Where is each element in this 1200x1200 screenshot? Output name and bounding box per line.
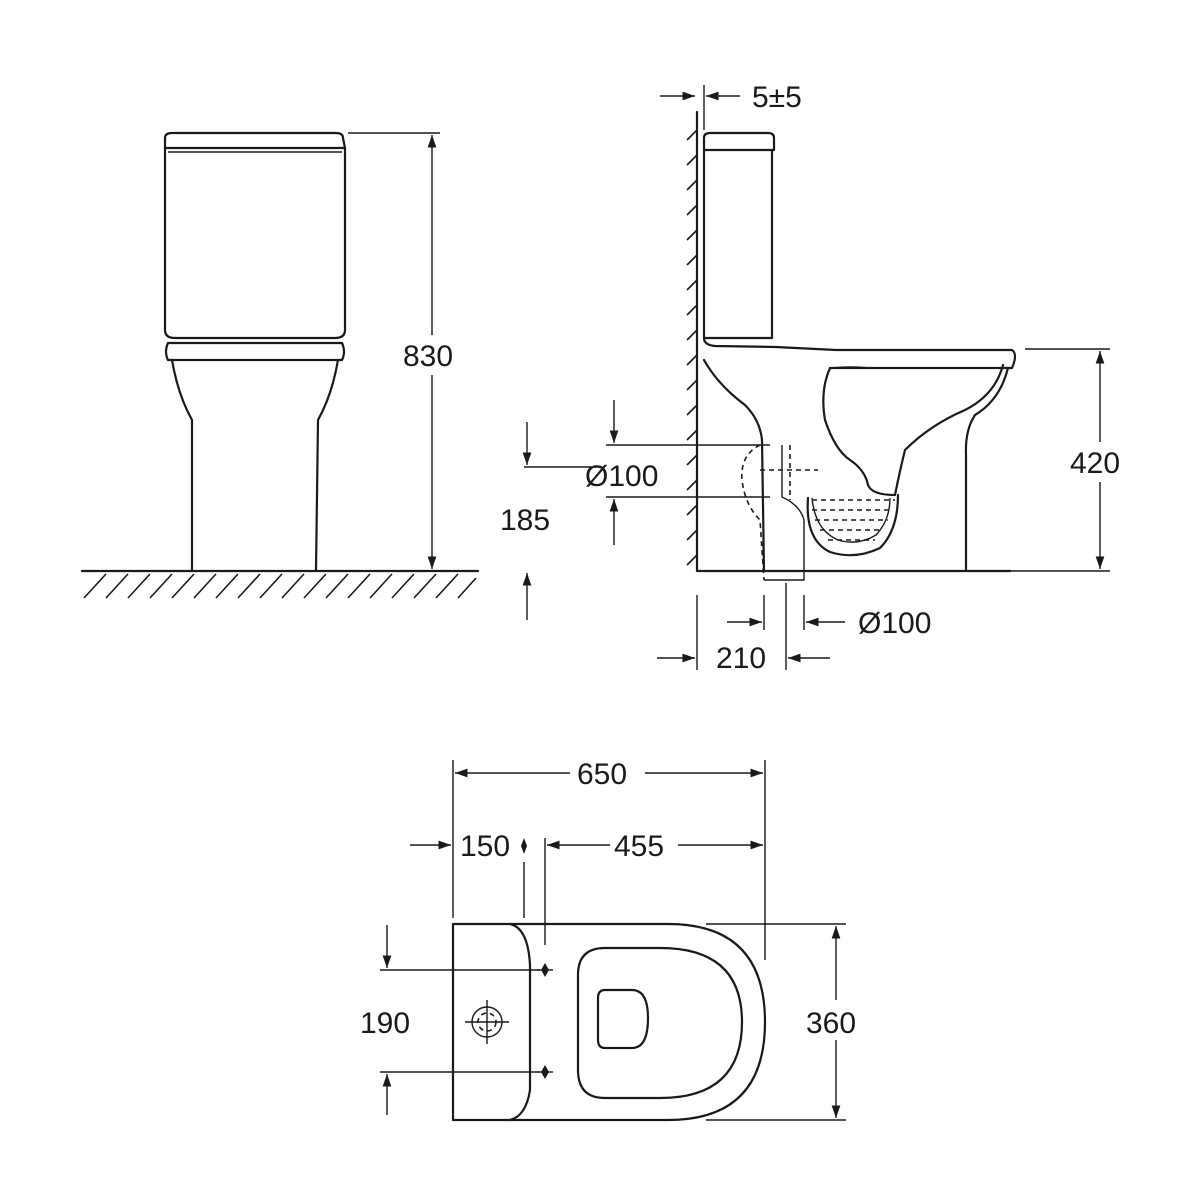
dim-inlet-diameter: Ø100: [585, 460, 658, 493]
dim-fixing-spacing: 190: [360, 1007, 410, 1040]
dimension-inlet: Ø100 185: [500, 400, 770, 620]
dim-overall-length: 650: [577, 758, 627, 791]
wall-hatch: [686, 129, 698, 566]
dimension-190: 190: [360, 925, 540, 1115]
dimension-650: 650: [452, 758, 766, 960]
dimension-outlet: 210 Ø100: [657, 583, 931, 675]
dim-fixing-distance: 455: [614, 830, 664, 863]
dim-tank-offset: 150: [460, 830, 510, 863]
dimension-420: 420: [978, 348, 1120, 572]
dim-seat-height: 420: [1070, 447, 1120, 480]
water-lines: [812, 499, 895, 541]
dim-outlet-distance: 210: [716, 642, 766, 675]
dim-inlet-height: 185: [500, 504, 550, 537]
dimension-830: 830: [348, 132, 453, 569]
floor-hatch: [83, 573, 477, 599]
dim-overall-width: 360: [806, 1007, 856, 1040]
dim-total-height: 830: [403, 340, 453, 373]
dim-wall-gap: 5±5: [752, 81, 802, 114]
flush-button-symbol: [465, 1000, 509, 1044]
dimension-360: 360: [706, 923, 856, 1121]
top-view: 650 150 455 190 360: [360, 758, 856, 1122]
dimension-150-455: 150 455: [410, 830, 763, 945]
dimension-wall-gap: 5±5: [660, 81, 802, 130]
front-view: 830: [80, 131, 480, 599]
dim-outlet-diameter: Ø100: [858, 607, 931, 640]
side-view: 5±5 420 Ø100 185: [500, 81, 1120, 675]
